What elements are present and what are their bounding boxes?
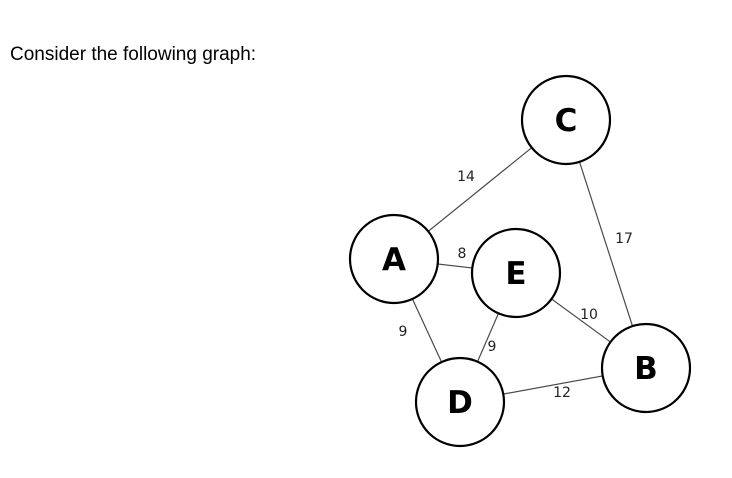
edge-weight-c-b: 17	[615, 231, 633, 247]
node-label-c: C	[555, 103, 578, 139]
node-label-e: E	[505, 256, 526, 292]
question-prompt: Consider the following graph:	[10, 44, 257, 65]
node-c: C	[520, 74, 612, 166]
edge-weight-e-d: 9	[488, 339, 497, 355]
edge-weight-a-e: 8	[458, 246, 467, 262]
node-circle-e	[470, 227, 562, 319]
node-e: E	[470, 227, 562, 319]
edge-weight-d-b: 12	[553, 385, 571, 401]
node-label-b: B	[634, 351, 658, 387]
node-circle-d	[414, 356, 506, 448]
edge-weight-a-c: 14	[457, 169, 475, 185]
edge-weight-e-b: 10	[580, 307, 598, 323]
node-label-d: D	[447, 385, 473, 421]
edge-weight-a-d: 9	[399, 324, 408, 340]
node-label-a: A	[382, 242, 406, 278]
node-a: A	[348, 213, 440, 305]
node-circle-c	[520, 74, 612, 166]
node-circle-b	[600, 322, 692, 414]
nodes-layer: A B C D E	[348, 74, 692, 448]
node-d: D	[414, 356, 506, 448]
node-b: B	[600, 322, 692, 414]
edge-weights-layer: 14 8 9 9 10 17 12	[399, 169, 633, 401]
node-circle-a	[348, 213, 440, 305]
